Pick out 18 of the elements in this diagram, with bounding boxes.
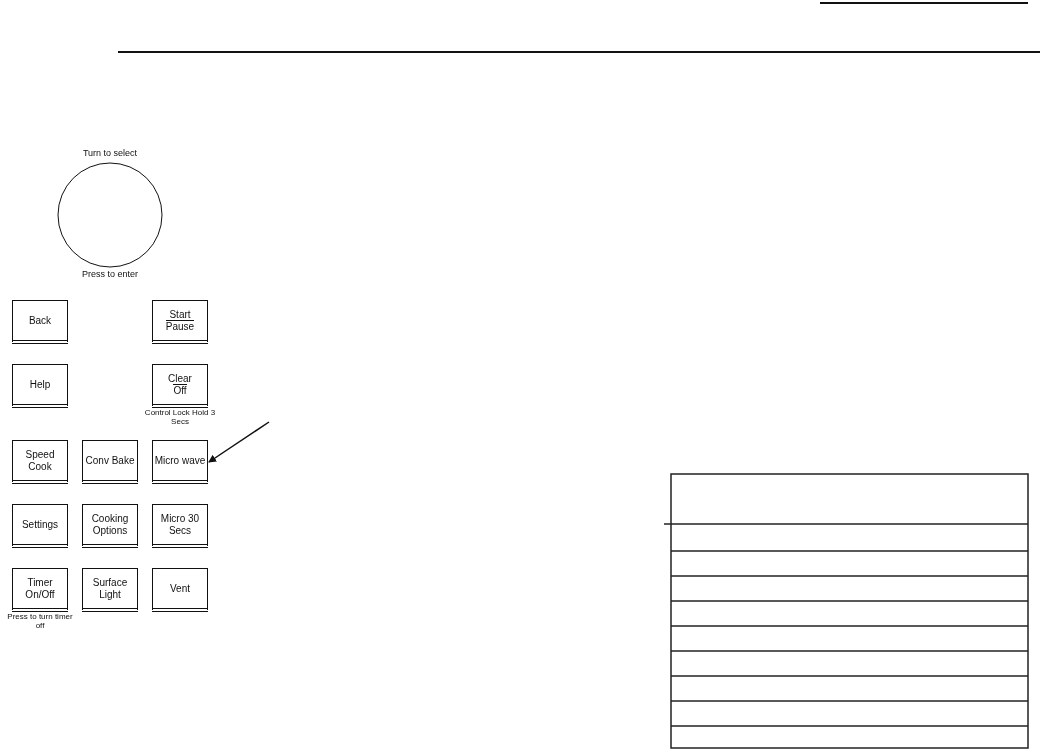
control-key: Timer On/Off — [12, 568, 68, 612]
control-key: Surface Light — [82, 568, 138, 612]
control-key: Help — [12, 364, 68, 408]
key-note: Press to turn timer off — [6, 613, 74, 631]
control-key: Speed Cook — [12, 440, 68, 484]
control-key: Back — [12, 300, 68, 344]
control-key: Conv Bake — [82, 440, 138, 484]
control-key: Micro 30 Secs — [152, 504, 208, 548]
control-key: Micro wave — [152, 440, 208, 484]
dial-caption: Press to enter — [82, 269, 138, 279]
pointer-arrow — [208, 421, 270, 463]
control-key: Start Pause — [152, 300, 208, 344]
control-key: Clear Off — [152, 364, 208, 408]
control-key: Settings — [12, 504, 68, 548]
key-note: Control Lock Hold 3 Secs — [144, 409, 216, 427]
control-key: Vent — [152, 568, 208, 612]
control-key: Cooking Options — [82, 504, 138, 548]
dial-caption: Turn to select — [82, 148, 138, 158]
